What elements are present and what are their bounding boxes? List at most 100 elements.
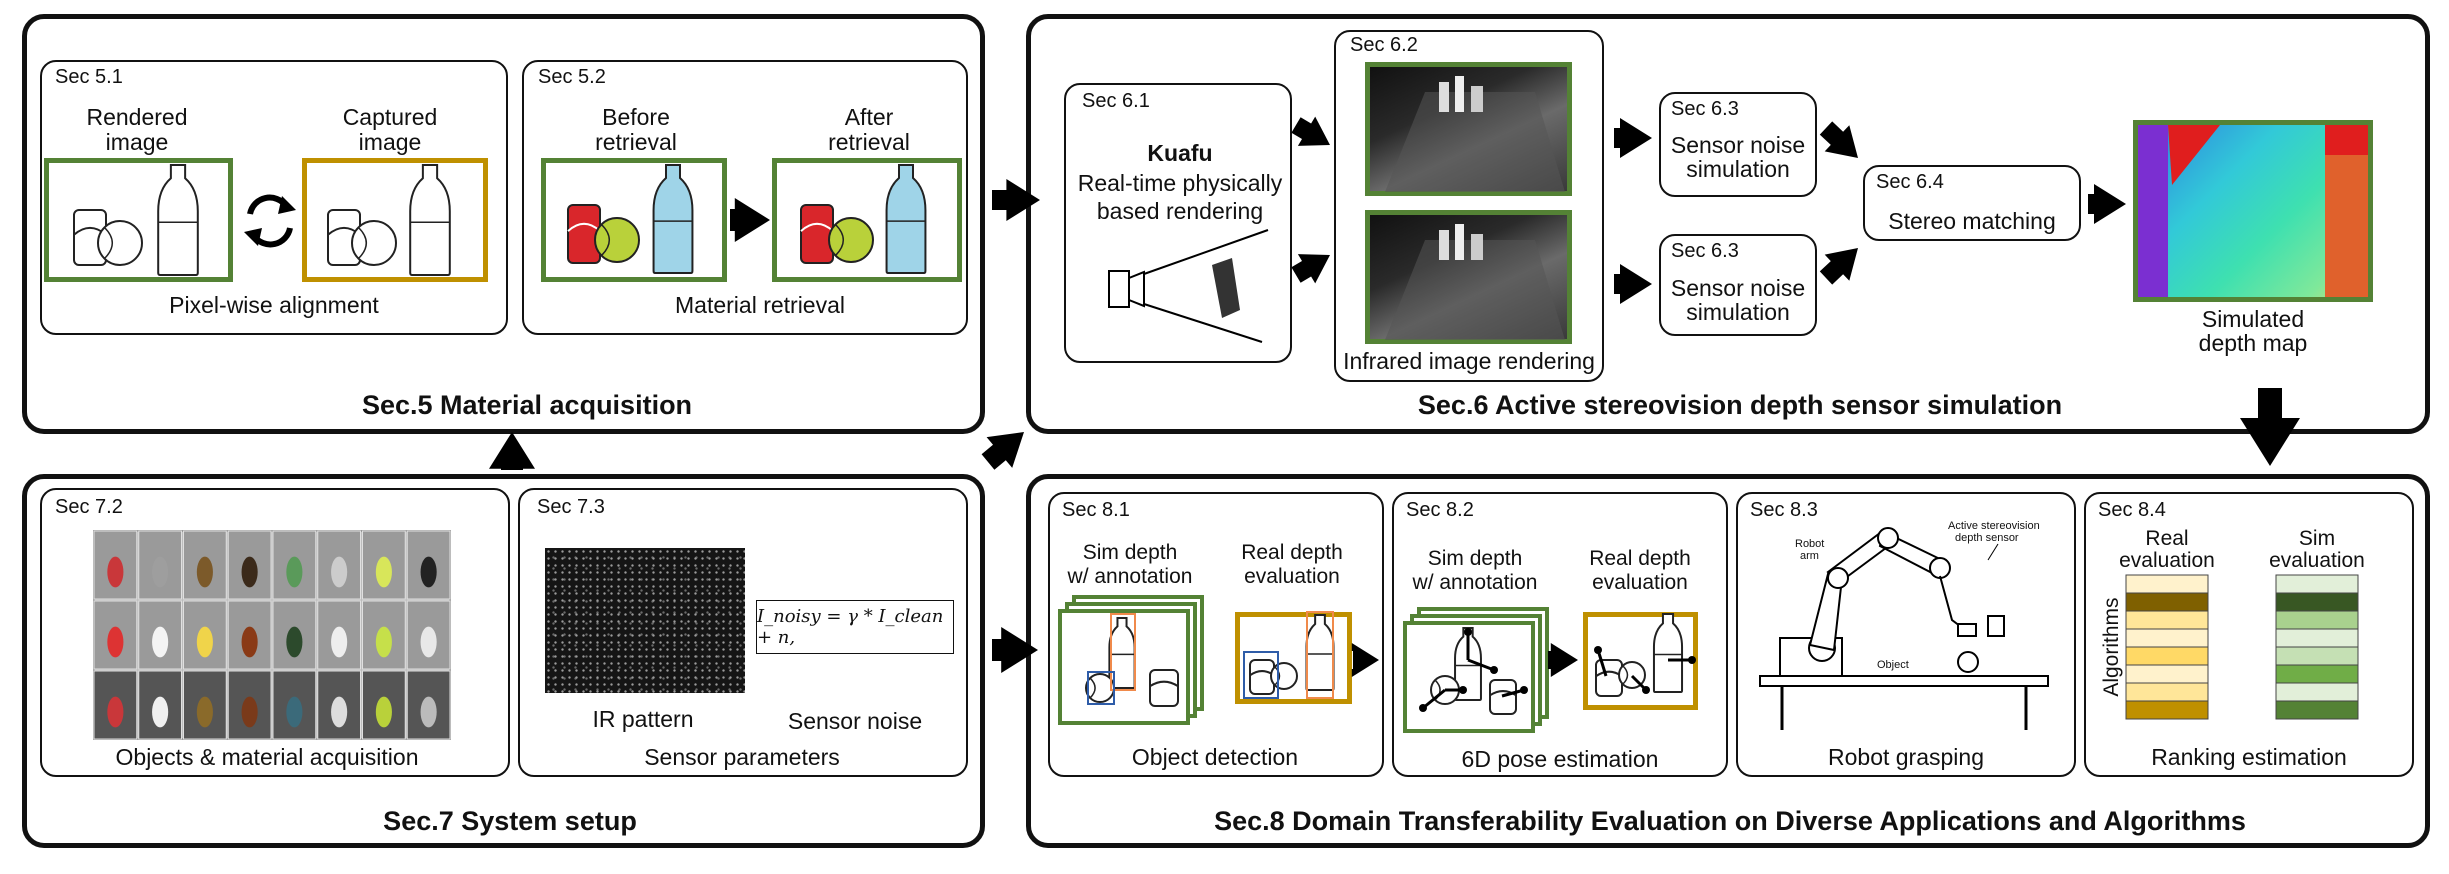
captured-bottle: [409, 164, 451, 276]
s81-real-l1: Real depth: [1241, 541, 1343, 564]
s81-bbox-bottle: [1110, 613, 1136, 691]
s81-bbox-ball: [1087, 671, 1115, 705]
photo-object-1-7: [420, 626, 437, 658]
depth-label-1: Simulated: [2201, 306, 2305, 332]
photo-object-1-4: [286, 626, 303, 658]
photo-object-1-0: [107, 626, 124, 658]
sec7-2-tag: Sec 7.2: [55, 496, 123, 518]
s82-real-bottle: [1652, 613, 1684, 693]
rendered-ball-seam: [104, 227, 114, 259]
pose-axis-tip-2: [1419, 704, 1427, 712]
pattern-plane: [1212, 258, 1240, 318]
object-label: Object: [1877, 659, 1909, 671]
real-rank-bar-1: [2125, 592, 2209, 612]
arrow-sec6-to-sec8: [2240, 388, 2300, 466]
s82-sim-l1: Sim depth: [1427, 547, 1523, 570]
camera-body-icon: [1108, 270, 1130, 308]
s81-sim-can: [1149, 669, 1179, 707]
rendered-label-2: image: [105, 129, 169, 155]
sec6-4-tag: Sec 6.4: [1876, 171, 1944, 193]
photo-cell-2-4: [272, 670, 317, 740]
real-eval-l2: evaluation: [2119, 549, 2215, 572]
pose-axis-tip-5: [1688, 656, 1696, 664]
sec8-3-tag: Sec 8.3: [1750, 499, 1818, 521]
after-can: [800, 204, 834, 264]
after-ball-seam: [835, 224, 845, 256]
sec6-3b-l2: simulation: [1686, 299, 1790, 325]
arrow-sec7-to-sec6: [981, 432, 1024, 470]
ir-table-1: [1385, 240, 1565, 340]
sim-rank-bar-4: [2275, 646, 2359, 666]
real-rank-bar-4: [2125, 646, 2209, 666]
kuafu-desc-1: Real-time physically: [1077, 170, 1283, 196]
real-rank-bar-6: [2125, 682, 2209, 702]
arrow-before-to-after: [730, 198, 770, 242]
ir-pattern-label: IR pattern: [592, 706, 694, 732]
robot-gripper: [1957, 623, 1977, 637]
sec7-2-caption: Objects & material acquisition: [115, 744, 419, 770]
s82-real-ball-seam: [1622, 665, 1629, 685]
arrow-sec7-to-sec8: [992, 627, 1038, 673]
s81-real-ball-seam: [1274, 666, 1281, 686]
photo-object-0-7: [420, 556, 437, 588]
robot-table: [1759, 675, 2049, 687]
robot-arm-label-1: Robot: [1795, 538, 1825, 550]
arrow-sec5-to-sec6: [992, 179, 1040, 221]
sensor-label-2: depth sensor: [1955, 532, 2019, 544]
sync-icon-head-top: [278, 196, 296, 214]
before-bottle: [652, 164, 694, 274]
grasp-object: [1957, 651, 1979, 673]
pose-axis-6: [1596, 649, 1608, 677]
robot-joint-2: [1827, 567, 1849, 589]
sec8-3-box: [1736, 492, 2076, 777]
sec6-3b-tag: Sec 6.3: [1671, 240, 1739, 262]
photo-object-1-5: [331, 626, 348, 658]
real-eval-l1: Real: [2145, 527, 2189, 550]
robot-joint-4: [1929, 557, 1951, 579]
ir-pattern-image: [545, 548, 745, 693]
sec6-2-caption: Infrared image rendering: [1343, 348, 1595, 374]
sec5-2-tag: Sec 5.2: [538, 66, 606, 88]
pose-axis-tip-7: [1642, 686, 1650, 694]
sec6-1-box: [1064, 83, 1292, 363]
photo-object-2-4: [286, 696, 303, 728]
s81-real-l2: evaluation: [1244, 565, 1340, 588]
camera-lens-icon: [1128, 270, 1145, 308]
sec6-2-tag: Sec 6.2: [1350, 34, 1418, 56]
sim-rank-bar-2: [2275, 610, 2359, 630]
photo-object-1-3: [241, 626, 258, 658]
photo-object-0-6: [375, 556, 392, 588]
s82-sim-l2: w/ annotation: [1412, 571, 1538, 594]
photo-object-0-0: [107, 556, 124, 588]
sec6-3a-l2: simulation: [1686, 156, 1790, 182]
pose-axis-2: [1422, 688, 1446, 710]
photo-object-0-3: [241, 556, 258, 588]
photo-object-2-0: [107, 696, 124, 728]
s81-sim-l2: w/ annotation: [1067, 565, 1193, 588]
photo-object-2-5: [331, 696, 348, 728]
photo-object-1-6: [375, 626, 392, 658]
kuafu-desc-2: based rendering: [1096, 198, 1264, 224]
rendered-label-1: Rendered: [86, 104, 188, 130]
sim-rank-bar-1: [2275, 592, 2359, 612]
arrow-noise-to-stereo-bottom: [1819, 248, 1858, 285]
depth-top-right-red: [2325, 125, 2368, 155]
sim-rank-bar-0: [2275, 574, 2359, 594]
sim-rank-bar-5: [2275, 664, 2359, 684]
sec6-3a-tag: Sec 6.3: [1671, 98, 1739, 120]
pose-axis-tip-1: [1490, 666, 1498, 674]
sync-icon-head-bottom: [244, 228, 262, 246]
captured-label-1: Captured: [342, 104, 438, 130]
arrow-sec7-to-sec5: [489, 432, 535, 470]
sec6-3a-l1: Sensor noise: [1670, 132, 1806, 158]
sec6-3b-box: [1659, 234, 1817, 336]
s81-real-bbox-bottle: [1306, 611, 1334, 699]
s81-sim-l1: Sim depth: [1082, 541, 1178, 564]
s81-real-bbox-can: [1243, 651, 1279, 699]
robot-arm-label-2: arm: [1800, 550, 1819, 562]
s81-real-bottle: [1305, 614, 1335, 691]
pose-axis-tip-4: [1520, 686, 1528, 694]
sec6-1-tag: Sec 6.1: [1082, 90, 1150, 112]
robot-joint-3: [1877, 527, 1899, 549]
